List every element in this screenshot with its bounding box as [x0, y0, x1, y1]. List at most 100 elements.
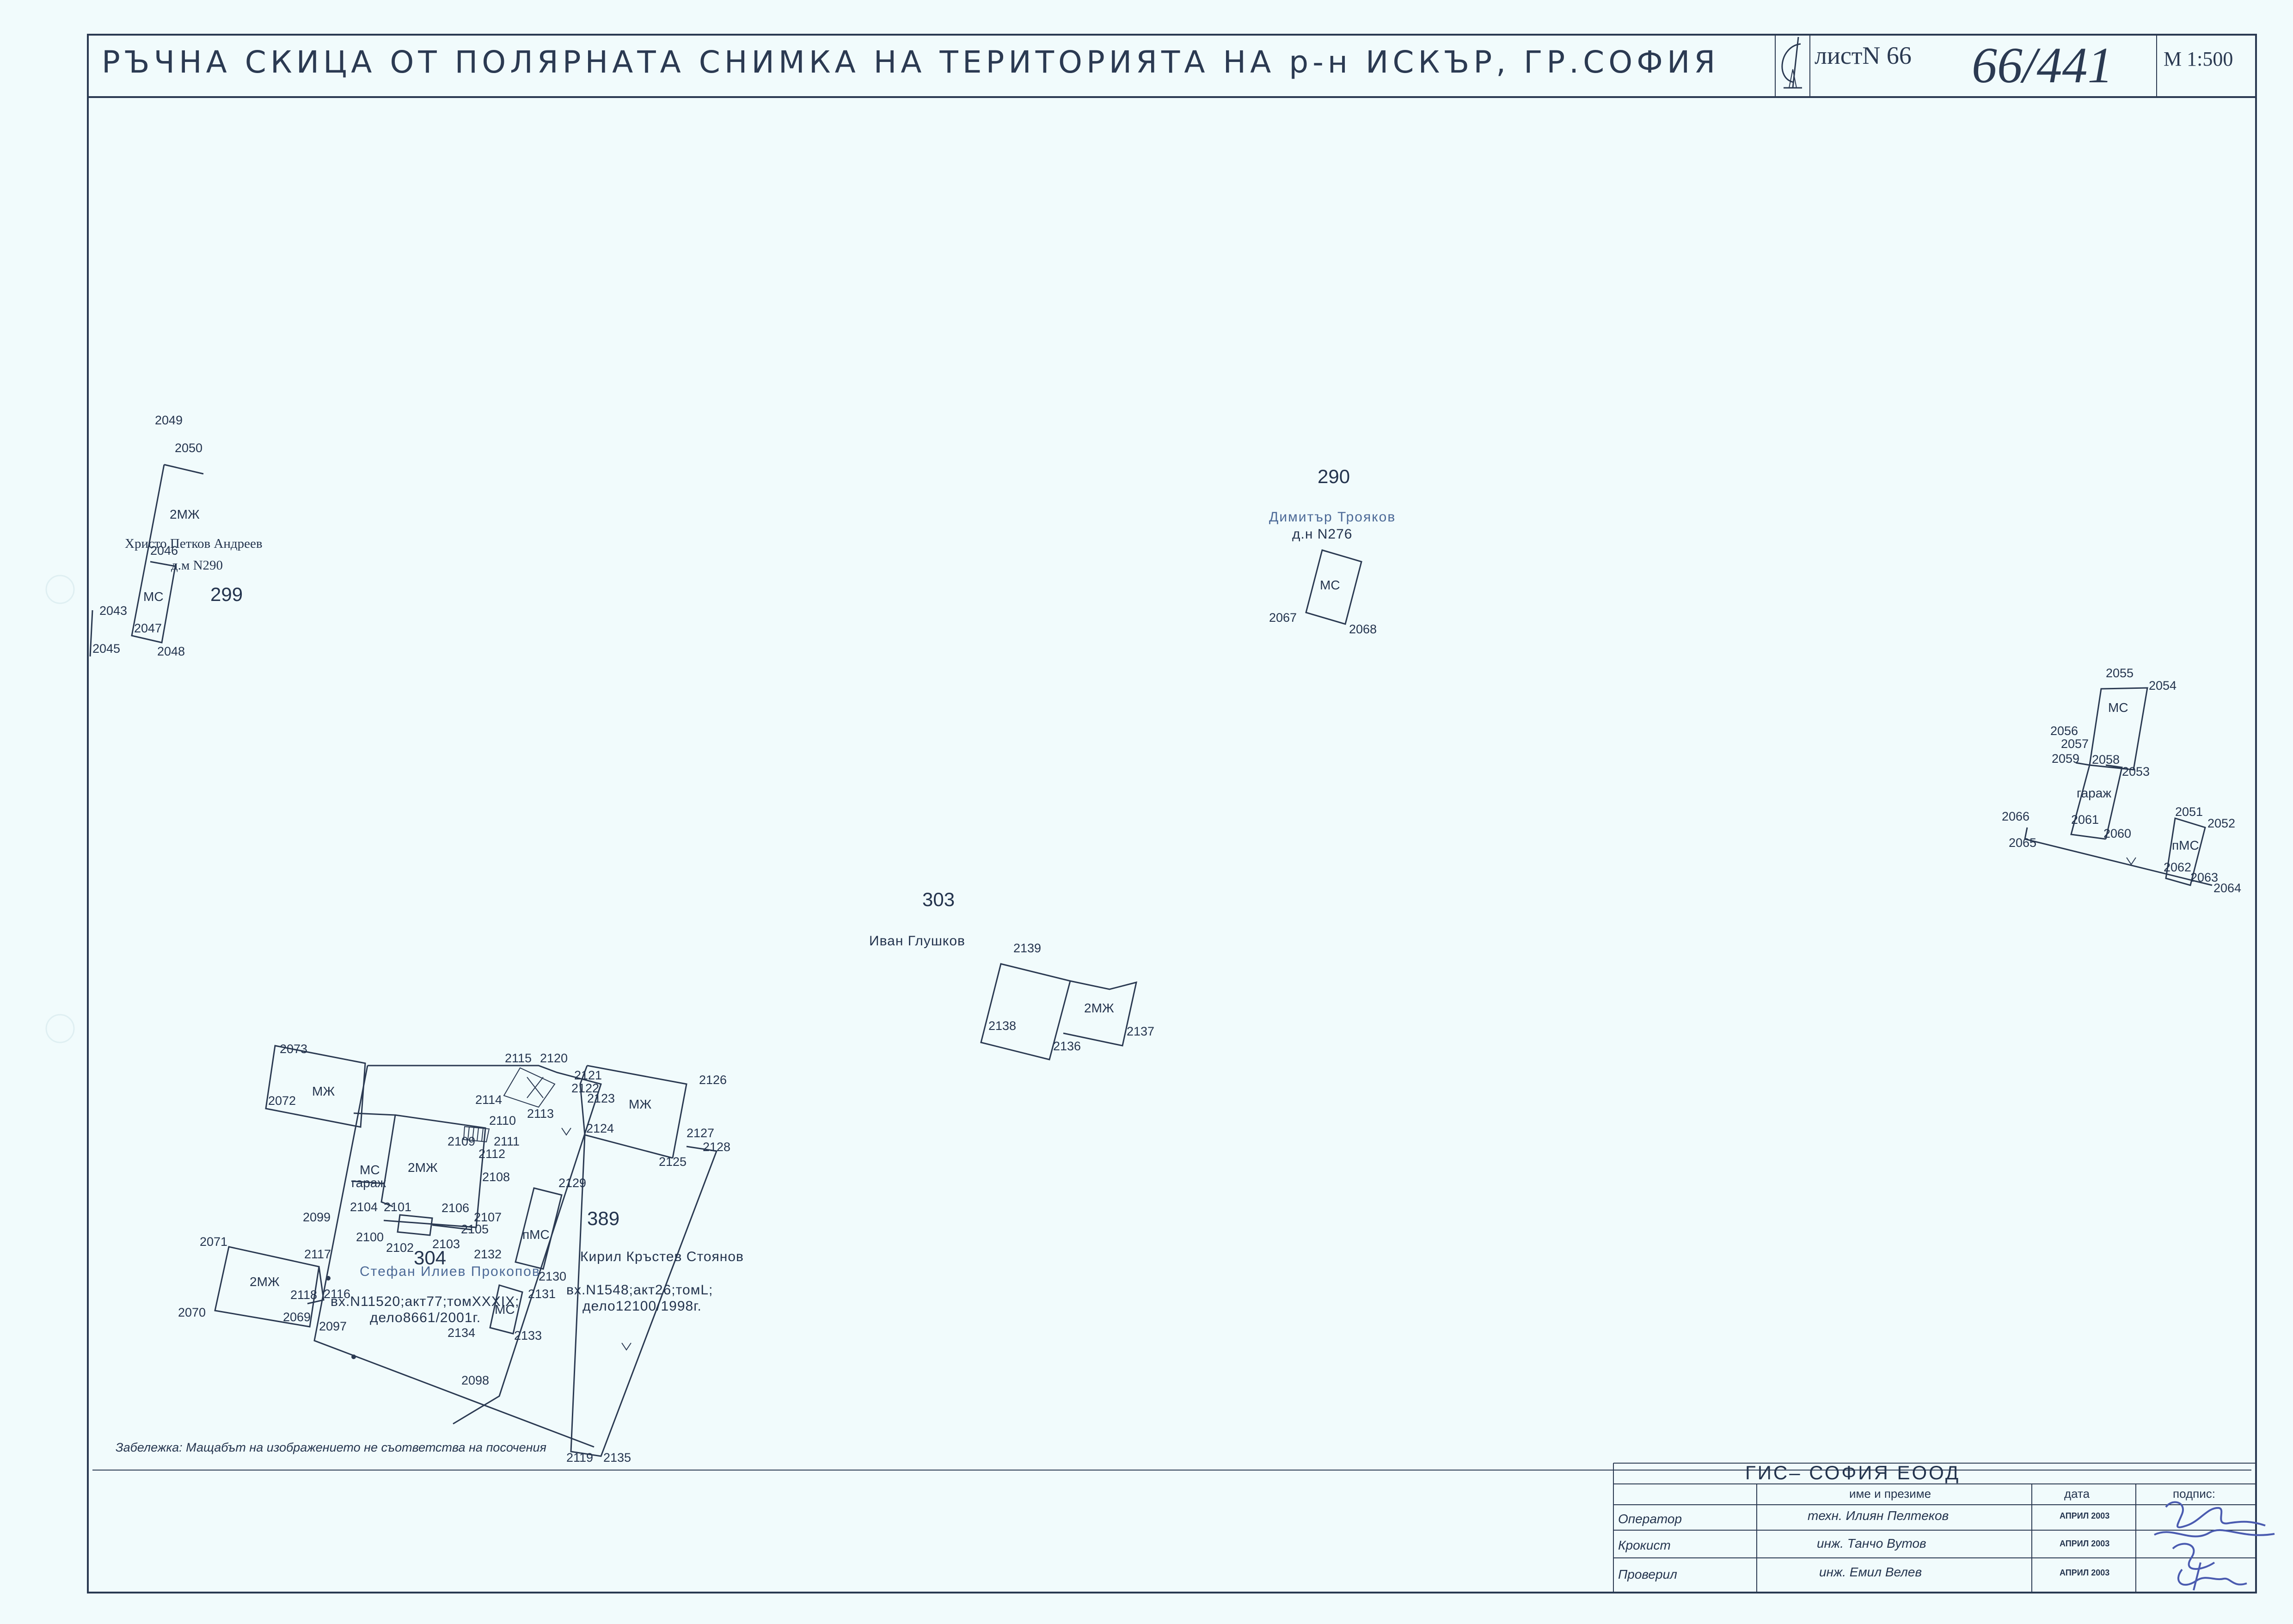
building-2mzh: 2МЖ	[408, 1160, 438, 1175]
point-label: 2130	[539, 1269, 566, 1283]
point-label: 2127	[687, 1126, 714, 1140]
building-pms: пМС	[522, 1227, 550, 1242]
point-label: 2134	[448, 1326, 475, 1340]
date-operator: АПРИЛ 2003	[2060, 1511, 2109, 1520]
point-label: 2070	[178, 1305, 206, 1319]
building-mzh: МЖ	[312, 1084, 335, 1098]
role-operator: Оператор	[1618, 1512, 1682, 1526]
point-label: 2069	[283, 1310, 311, 1324]
binder-hole	[45, 1014, 75, 1043]
right-buildings-group: 2055 2054 МС 2056 2057 2059 2058 2053 га…	[2002, 666, 2241, 895]
parcel-304-deed: вх.N11520;акт77;томXXXIX;	[331, 1294, 519, 1309]
building-ms-garazh-top: МС	[360, 1163, 380, 1177]
point-label: 2135	[603, 1451, 631, 1465]
point-label: 2102	[386, 1241, 414, 1255]
point-label: 2053	[2122, 765, 2150, 778]
point-label: 2111	[494, 1134, 520, 1148]
point-label: 2103	[432, 1237, 460, 1251]
parcel-303-owner: Иван Глушков	[869, 933, 965, 949]
building-ms: МС	[495, 1302, 515, 1317]
point-label: 2068	[1349, 622, 1377, 636]
parcel-304-owner: Стефан Илиев Прокопов	[360, 1264, 540, 1279]
name-checker: инж. Емил Велев	[1819, 1565, 1922, 1579]
role-sketcher: Крокист	[1618, 1538, 1671, 1552]
point-label: 2066	[2002, 809, 2029, 823]
company-name: ГИС– СОФИЯ ЕООД	[1745, 1462, 1960, 1483]
point-label: 2132	[474, 1247, 502, 1261]
parcel-304-number: 304	[414, 1247, 446, 1269]
point-label: 2138	[988, 1019, 1016, 1033]
point-label: 2113	[527, 1107, 554, 1121]
sheet-title: РЪЧНА СКИЦА ОТ ПОЛЯРНАТА СНИМКА НА ТЕРИТ…	[102, 44, 1719, 80]
north-logo-icon	[1781, 37, 1802, 89]
parcels-304-389-group: 2073 МЖ 2072 2115 2120 2121 2122 2123 МЖ…	[178, 1042, 744, 1465]
role-checker: Проверил	[1618, 1567, 1677, 1581]
point-label: 2106	[441, 1201, 469, 1215]
parcel-299-owner: Христо Петков Андреев	[125, 536, 263, 551]
parcel-389-case: дело12100/1998г.	[582, 1299, 702, 1314]
point-label: 2120	[540, 1051, 568, 1065]
name-sketcher: инж. Танчо Вутов	[1817, 1536, 1926, 1550]
parcel-299-number: 299	[210, 583, 243, 605]
column-name-header: име и презиме	[1849, 1487, 1931, 1501]
point-label: 2122	[571, 1081, 599, 1095]
point-label: 2065	[2009, 836, 2036, 850]
name-operator: техн. Илиян Пелтеков	[1808, 1508, 1949, 1523]
point-label: 2058	[2092, 753, 2120, 766]
date-sketcher: АПРИЛ 2003	[2060, 1539, 2109, 1548]
point-label: 2131	[528, 1287, 556, 1301]
point-label: 2121	[574, 1068, 602, 1082]
point-label: 2119	[566, 1451, 593, 1465]
parcel-299-group: 2049 2050 2МЖ Христо Петков Андреев 2046…	[89, 413, 263, 658]
point-label: 2097	[319, 1319, 347, 1333]
parcel-299-deed: д.м N290	[171, 558, 223, 573]
point-label: 2109	[448, 1134, 475, 1148]
point-label: 2126	[699, 1073, 727, 1087]
point-label: 2117	[304, 1247, 331, 1261]
date-checker: АПРИЛ 2003	[2060, 1568, 2109, 1577]
point-label: 2104	[350, 1200, 378, 1214]
point-label: 2050	[175, 441, 202, 455]
point-label: 2123	[587, 1091, 615, 1105]
point-label: 2060	[2103, 827, 2131, 840]
building-mzh: МЖ	[629, 1097, 651, 1111]
point-label: 2063	[2190, 870, 2218, 884]
point-label: 2129	[558, 1176, 586, 1190]
building-2mzh: 2МЖ	[170, 507, 200, 521]
parcel-303-group: 303 Иван Глушков 2139 2МЖ 2138 2136 2137	[869, 889, 1154, 1060]
point-label: 2061	[2071, 813, 2099, 827]
point-label: 2128	[703, 1140, 730, 1154]
point-label: 2099	[303, 1210, 331, 1224]
point-label: 2124	[586, 1121, 614, 1135]
building-ms: МС	[2108, 700, 2128, 715]
scale-note: Забележка: Мащабът на изображението не с…	[116, 1440, 546, 1454]
sheet-frame	[87, 34, 2257, 1593]
point-label: 2064	[2213, 881, 2241, 895]
title-block	[1613, 1463, 2256, 1593]
point-label: 2112	[478, 1147, 505, 1161]
point-label: 2101	[384, 1200, 411, 1214]
point-label: 2125	[659, 1155, 687, 1169]
point-label: 2118	[290, 1288, 317, 1302]
point-label: 2133	[514, 1329, 542, 1342]
point-label: 2105	[461, 1222, 489, 1236]
column-sign-header: подпис:	[2173, 1487, 2215, 1501]
point-label: 2051	[2175, 805, 2203, 819]
point-label: 2071	[200, 1235, 227, 1249]
point-label: 2047	[134, 621, 162, 635]
point-label: 2048	[157, 644, 185, 658]
point-label: 2067	[1269, 611, 1297, 625]
point-label: 2062	[2164, 860, 2191, 874]
parcel-389-owner: Кирил Кръстев Стоянов	[580, 1249, 744, 1264]
point-label: 2114	[475, 1093, 502, 1107]
parcel-303-number: 303	[922, 889, 955, 910]
building-ms-garazh-bottom: гараж	[351, 1176, 386, 1190]
building-2mzh: 2МЖ	[250, 1275, 280, 1289]
column-date-header: дата	[2064, 1487, 2090, 1501]
parcel-290-deed: д.н N276	[1292, 527, 1352, 542]
point-label: 2136	[1053, 1039, 1081, 1053]
signature-icon	[2154, 1501, 2275, 1570]
building-pms: пМС	[2172, 838, 2199, 852]
point-label: 2116	[324, 1287, 350, 1301]
